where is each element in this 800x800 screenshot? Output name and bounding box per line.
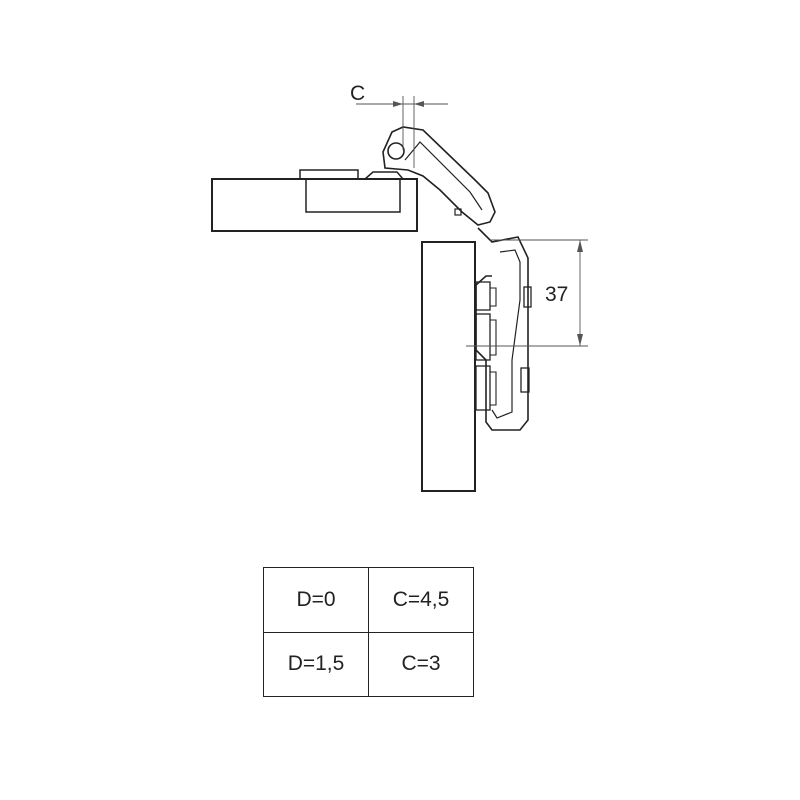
spec-table: D=0 C=4,5 D=1,5 C=3 (263, 567, 474, 697)
door-panel (421, 241, 476, 492)
dimension-37-arrow-bottom (577, 334, 583, 346)
dimension-c-arrow-right (414, 101, 424, 107)
hinge-pivot-pin (387, 142, 405, 160)
hinge-cup-flange-lower (475, 365, 491, 411)
hinge-cup-inner (491, 249, 521, 419)
hinge-arm-rivet (454, 208, 462, 216)
dimension-c-label: C (350, 82, 365, 105)
table-cell: D=0 (263, 567, 369, 633)
table-row: D=0 C=4,5 (263, 567, 474, 633)
hinge-cup-steps (490, 287, 497, 406)
dimension-c-arrow-left (393, 101, 403, 107)
table-cell: D=1,5 (263, 631, 369, 697)
hinge-cup-flange-middle (475, 313, 491, 361)
dimension-37-arrow-top (577, 240, 583, 252)
adjustment-screw-upper (523, 286, 532, 308)
cabinet-side-panel (211, 178, 418, 232)
dimension-37-label: 37 (545, 283, 568, 306)
adjustment-screw-lower (520, 367, 530, 393)
hinge-cup-flange-upper (475, 281, 491, 311)
table-cell: C=3 (368, 631, 474, 697)
mounting-plate-body (305, 179, 401, 213)
mounting-plate (299, 169, 359, 180)
mounting-plate-flange (364, 171, 404, 180)
table-row: D=1,5 C=3 (263, 631, 474, 697)
table-cell: C=4,5 (368, 567, 474, 633)
hinge-arm (382, 126, 496, 226)
hinge-cup-body (475, 227, 529, 431)
hinge-arm-inner (404, 141, 483, 211)
